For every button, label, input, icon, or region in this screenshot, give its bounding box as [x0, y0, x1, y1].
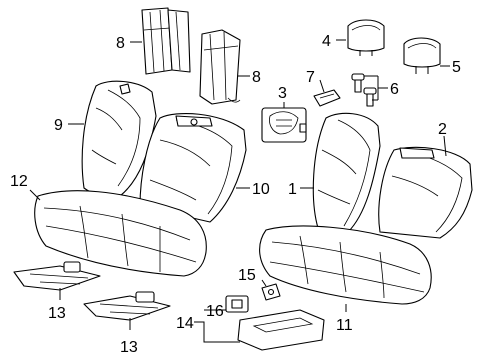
seat-pad-lower — [83, 291, 171, 321]
seat-back-outer-right — [378, 146, 473, 239]
leader-lines — [29, 39, 450, 343]
callout-labels: 8 8 9 3 4 5 7 6 2 12 1 10 15 16 14 11 13… — [10, 33, 461, 356]
armrest-tray — [237, 309, 325, 351]
trim-cover-left — [141, 7, 191, 75]
callout-8: 8 — [116, 35, 125, 52]
seat-latch — [225, 295, 249, 313]
callout-7: 7 — [306, 69, 315, 86]
seat-cushion-left — [34, 190, 207, 277]
callout-3: 3 — [278, 85, 287, 102]
callout-13: 13 — [48, 305, 66, 322]
headrest-center — [347, 19, 385, 56]
seat-back-center — [139, 113, 247, 223]
callout-8: 8 — [252, 69, 261, 86]
anchor-bracket — [261, 107, 307, 143]
callout-9: 9 — [54, 117, 63, 134]
latch-bracket — [313, 89, 341, 107]
callout-15: 15 — [238, 267, 256, 284]
callout-4: 4 — [322, 33, 331, 50]
seat-pad-upper — [13, 261, 101, 291]
headrest-right — [403, 37, 441, 74]
seat-cushion-right — [259, 225, 432, 305]
trim-cover-right — [199, 29, 241, 105]
callout-14: 14 — [176, 315, 194, 332]
small-bracket — [261, 283, 281, 301]
callout-5: 5 — [452, 59, 461, 76]
callout-2: 2 — [438, 121, 447, 138]
seat-back-right — [312, 112, 381, 233]
callout-11: 11 — [336, 317, 353, 334]
callout-10: 10 — [252, 181, 270, 198]
callout-16: 16 — [206, 303, 224, 320]
callout-1: 1 — [288, 181, 297, 198]
callout-6: 6 — [390, 81, 399, 98]
callout-13: 13 — [120, 339, 138, 356]
callout-12: 12 — [10, 173, 28, 190]
headrest-guides — [351, 73, 377, 107]
